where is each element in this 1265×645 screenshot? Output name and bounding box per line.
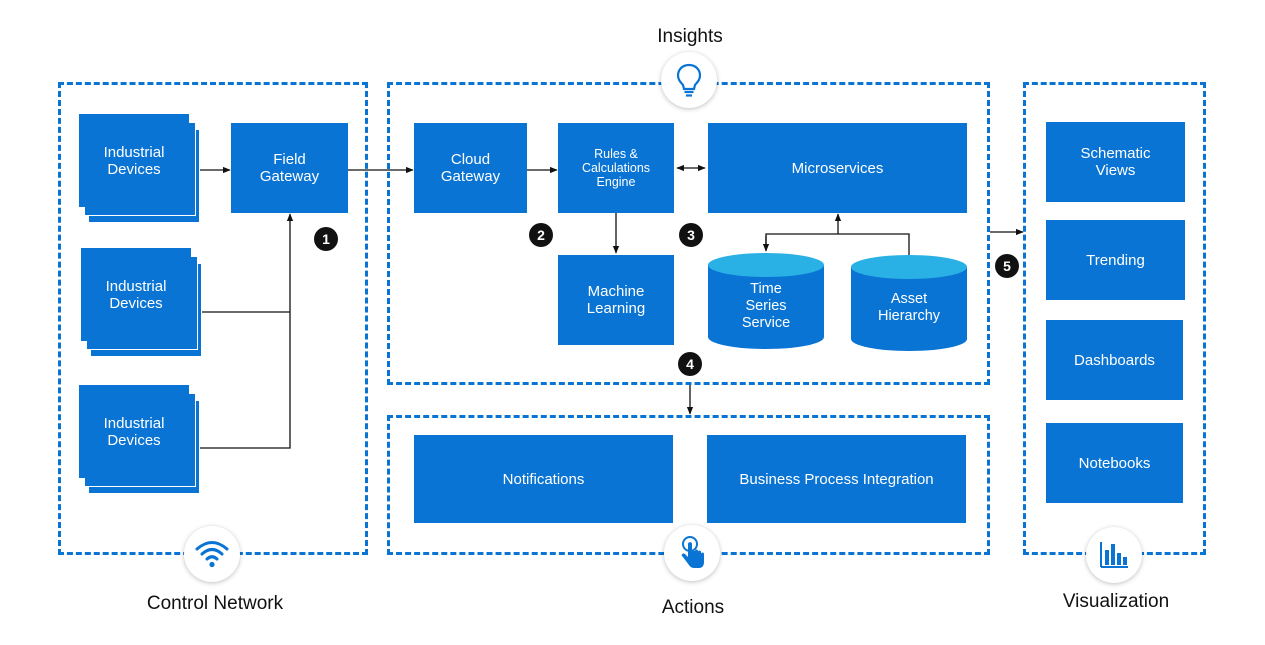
line-devices3-to-field-gateway <box>200 213 294 449</box>
wifi-icon <box>195 541 229 568</box>
industrial-devices-3: Industrial Devices <box>79 385 189 478</box>
actions-icon-circle <box>664 525 720 581</box>
notifications-box: Notifications <box>414 435 673 523</box>
lightbulb-icon <box>676 63 702 97</box>
step-badge-5: 5 <box>995 254 1019 278</box>
industrial-devices-1: Industrial Devices <box>79 114 189 207</box>
field-gateway-box: Field Gateway <box>231 123 348 213</box>
control-network-label: Control Network <box>146 593 284 614</box>
machine-learning-box: Machine Learning <box>558 255 674 345</box>
bar-chart-icon <box>1100 542 1128 568</box>
dashboards-box: Dashboards <box>1046 320 1183 400</box>
actions-label: Actions <box>661 597 725 618</box>
asset-hierarchy-cylinder <box>851 255 967 351</box>
touch-icon <box>681 536 704 568</box>
asset-hierarchy-label: Asset Hierarchy <box>877 291 941 324</box>
trending-box: Trending <box>1046 220 1185 300</box>
visualization-label: Visualization <box>1062 591 1170 612</box>
step-badge-2: 2 <box>529 223 553 247</box>
insights-label: Insights <box>657 26 723 47</box>
cloud-gateway-box: Cloud Gateway <box>414 123 527 213</box>
step-badge-4: 4 <box>678 352 702 376</box>
business-process-integration-box: Business Process Integration <box>707 435 966 523</box>
schematic-views-box: Schematic Views <box>1046 122 1185 202</box>
rules-engine-box: Rules & Calculations Engine <box>558 123 674 213</box>
time-series-cylinder <box>708 253 824 349</box>
step-badge-3: 3 <box>679 223 703 247</box>
industrial-devices-2: Industrial Devices <box>81 248 191 341</box>
visualization-icon-circle <box>1086 527 1142 583</box>
microservices-box: Microservices <box>708 123 967 213</box>
notebooks-box: Notebooks <box>1046 423 1183 503</box>
step-badge-1: 1 <box>314 227 338 251</box>
insights-icon-circle <box>661 52 717 108</box>
control-network-icon-circle <box>184 526 240 582</box>
time-series-label: Time Series Service <box>741 280 791 331</box>
